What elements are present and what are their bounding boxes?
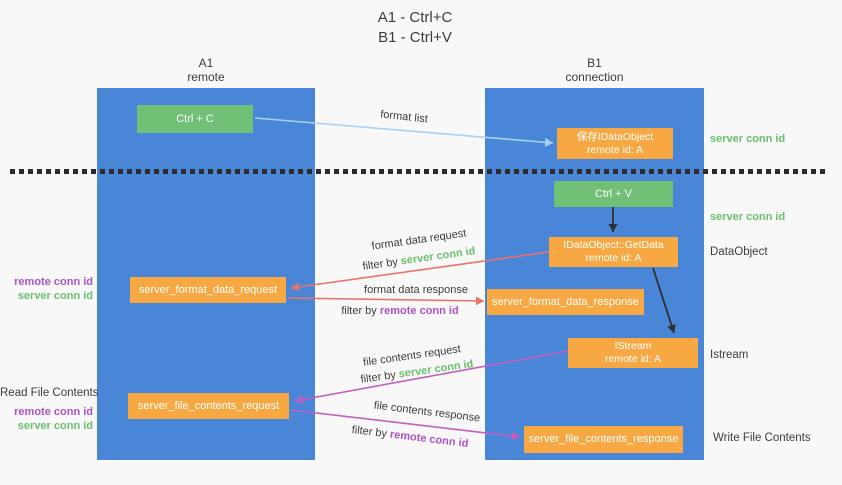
remote-conn-id-text: remote conn id (379, 305, 459, 317)
lane-a1-name: A1 (198, 56, 214, 70)
title-line-2: B1 - Ctrl+V (378, 29, 452, 46)
node-server-file-contents-response-label: server_file_contents_response (528, 433, 679, 445)
label-filter-by-remote-conn-id-2: filter by remote conn id (351, 424, 469, 450)
server-conn-id-label: server conn id (17, 420, 93, 432)
label-file-contents-response: file contents response (373, 399, 481, 425)
annotation-dataobject: DataObject (710, 246, 768, 258)
server-conn-id-label: server conn id (17, 290, 93, 302)
filter-by-text: filter by (351, 423, 391, 441)
node-ctrl-v: Ctrl + V (554, 181, 673, 207)
node-server-file-contents-request: server_file_contents_request (128, 393, 289, 419)
node-idataobject-getdata-line1: IDataObject::GetData (563, 239, 664, 251)
annotation-conn-ids-format: remote conn id server conn id (0, 275, 93, 303)
node-ctrl-c-label: Ctrl + C (176, 112, 214, 125)
label-format-data-response: format data response (364, 284, 468, 296)
lane-b1-name: B1 (587, 56, 602, 70)
lane-b1-role: connection (565, 69, 624, 84)
server-conn-id-text: server conn id (399, 245, 477, 268)
title-line-1: A1 - Ctrl+C (377, 9, 453, 26)
node-save-idataobject-line2: remote id: A (586, 143, 644, 156)
node-idataobject-getdata: IDataObject::GetData remote id: A (549, 237, 678, 267)
filter-by-text: filter by (341, 305, 380, 317)
node-server-format-data-response: server_format_data_response (487, 289, 644, 315)
diagram-title: A1 - Ctrl+C B1 - Ctrl+V (0, 8, 830, 48)
lane-header-b1: B1 connection (485, 56, 704, 84)
label-filter-by-remote-conn-id-1: filter by remote conn id (341, 305, 458, 317)
label-format-list: format list (379, 108, 429, 126)
node-server-file-contents-response: server_file_contents_response (524, 426, 683, 453)
node-server-file-contents-request-label: server_file_contents_request (137, 399, 280, 412)
annotation-server-conn-id-mid: server conn id (710, 211, 786, 223)
phase-divider-dotted-line (10, 169, 826, 174)
node-server-format-data-response-label: server_format_data_response (492, 295, 639, 308)
node-save-idataobject: 保存IDataObject remote id: A (557, 128, 673, 159)
node-server-format-data-request-label: server_format_data_request (138, 283, 278, 296)
annotation-istream: Istream (710, 349, 749, 361)
arrow-format-data-response (287, 296, 485, 306)
filter-by-text: filter by (359, 368, 400, 386)
lane-header-a1: A1 remote (97, 56, 315, 84)
node-ctrl-v-label: Ctrl + V (595, 187, 632, 200)
node-idataobject-getdata-line2: remote id: A (585, 252, 642, 264)
remote-conn-id-label: remote conn id (14, 406, 93, 418)
node-ctrl-c: Ctrl + C (137, 105, 253, 133)
annotation-server-conn-id-top: server conn id (710, 133, 786, 145)
annotation-read-file-contents: Read File Contents (0, 387, 99, 399)
annotation-write-file-contents: Write File Contents (713, 432, 811, 444)
node-save-idataobject-line1: 保存IDataObject (576, 130, 654, 143)
lane-a1-role: remote (187, 69, 225, 84)
annotation-conn-ids-file: remote conn id server conn id (0, 405, 93, 433)
node-istream-line2: remote id: A (604, 353, 662, 365)
node-server-format-data-request: server_format_data_request (130, 277, 286, 303)
node-istream-line1: IStream (614, 340, 652, 352)
node-istream: IStream remote id: A (568, 338, 698, 368)
filter-by-text: filter by (361, 255, 402, 273)
remote-conn-id-text: remote conn id (389, 428, 469, 451)
remote-conn-id-label: remote conn id (14, 276, 93, 288)
